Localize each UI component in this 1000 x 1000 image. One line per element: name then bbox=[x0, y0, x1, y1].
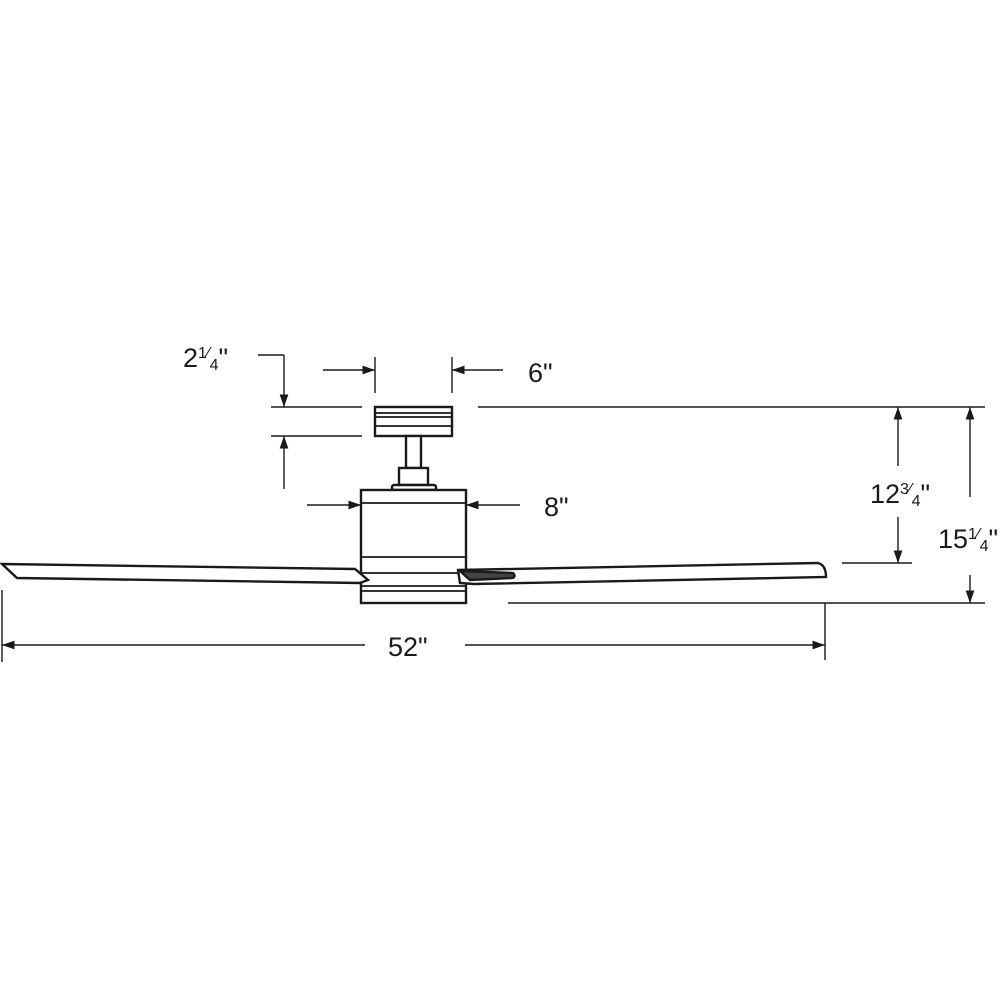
dimension-ceiling-to-blade: 123⁄4" bbox=[478, 406, 985, 564]
motor-housing bbox=[359, 488, 468, 605]
motor-width-label: 8" bbox=[544, 492, 569, 522]
right-blade bbox=[456, 561, 828, 586]
blade-span-label: 52" bbox=[388, 632, 428, 662]
dimension-motor-width: 8" bbox=[307, 492, 569, 522]
dimension-blade-span: 52" bbox=[1, 590, 826, 662]
canopy-width-label: 6" bbox=[528, 358, 553, 388]
overall-height-label: 151⁄4" bbox=[938, 524, 998, 555]
ceiling-to-blade-label: 123⁄4" bbox=[870, 479, 930, 510]
downrod bbox=[404, 434, 423, 470]
canopy bbox=[373, 405, 454, 438]
coupler bbox=[397, 466, 430, 487]
dimension-canopy-width: 6" bbox=[323, 357, 553, 393]
dimension-canopy-height: 21⁄4" bbox=[183, 343, 362, 489]
left-blade bbox=[0, 562, 371, 585]
dimension-overall-height: 151⁄4" bbox=[508, 407, 998, 604]
canopy-height-label: 21⁄4" bbox=[183, 343, 228, 374]
fan-drawing bbox=[0, 405, 828, 605]
